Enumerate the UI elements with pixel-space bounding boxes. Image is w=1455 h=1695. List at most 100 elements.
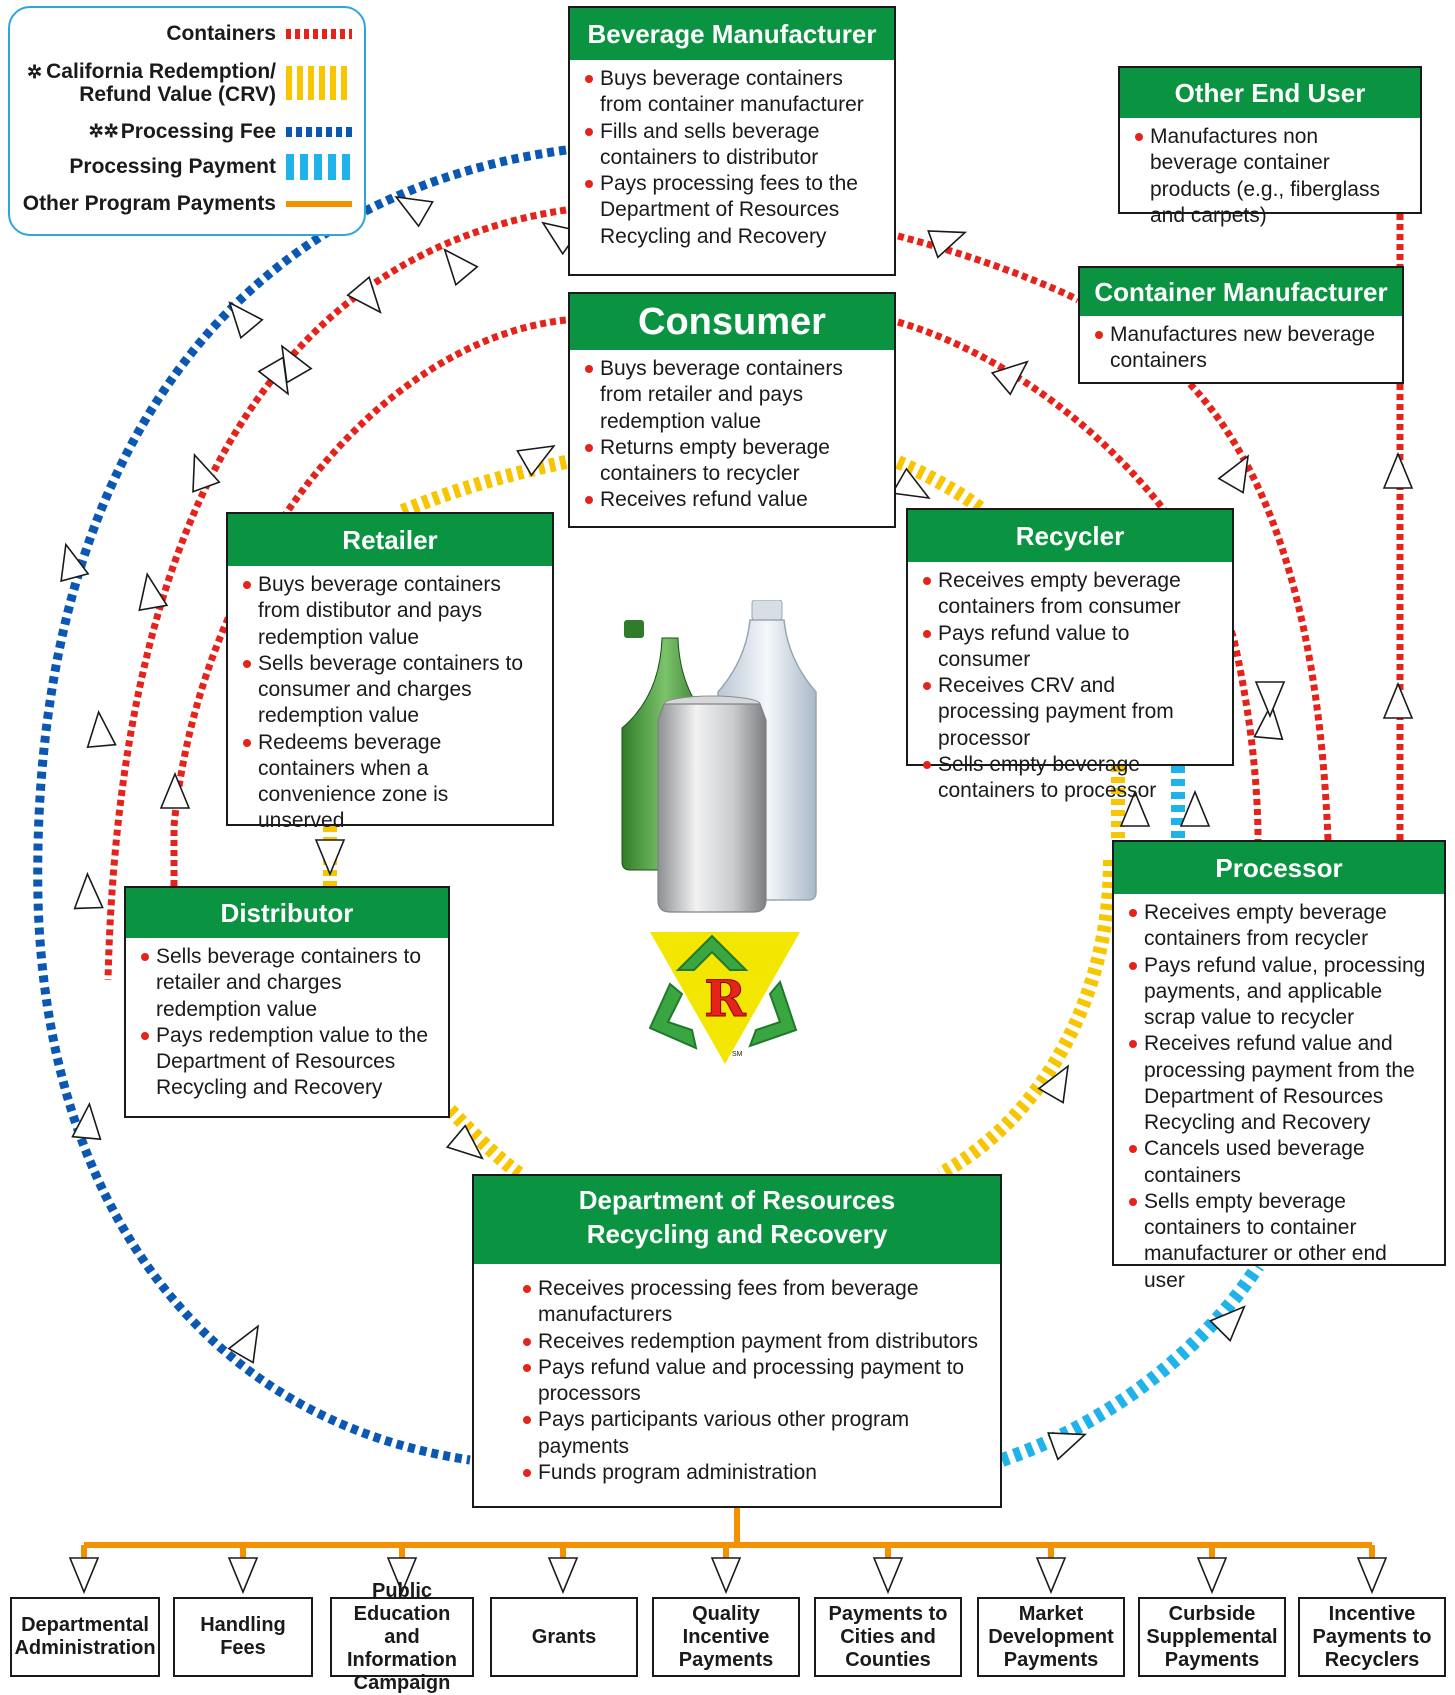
program-payment-label: Public Education and Information Campaig…: [347, 1579, 457, 1694]
flow-arrow-icon: [1047, 1432, 1088, 1461]
list-item: Sells empty beverage containers to proce…: [923, 752, 1218, 805]
legend-processing-fee-swatch: [286, 126, 352, 137]
crv-flow-dept-processor: [936, 859, 1117, 1181]
program-payment-box: Market Development Payments: [977, 1597, 1125, 1677]
flow-arrow-icon: [1254, 681, 1286, 719]
legend-processing-payment-label: Processing Payment: [69, 155, 276, 179]
legend-other-payments-swatch: [286, 200, 352, 207]
program-payment-box: Departmental Administration: [10, 1597, 160, 1677]
program-payment-label: Quality Incentive Payments: [678, 1602, 774, 1671]
containers-flow-bevmfr-distributor: [104, 206, 567, 981]
flow-arrow-icon: [60, 542, 90, 583]
processing-fee-flow: [33, 145, 567, 1465]
other-end-user-title: Other End User: [1120, 68, 1420, 118]
flow-arrow-icon: [1179, 789, 1211, 827]
beverage-manufacturer-list: Buys beverage containers from container …: [570, 60, 894, 258]
list-item: Manufactures non beverage container prod…: [1135, 124, 1406, 229]
list-item: Pays participants various other program …: [523, 1407, 986, 1460]
list-item: Receives refund value: [585, 487, 880, 513]
flow-arrow-icon: [314, 839, 346, 877]
containers-flow-processor-contmfr: [1187, 381, 1332, 841]
list-item: Pays refund value to consumer: [923, 621, 1218, 674]
flow-arrow-icon: [228, 301, 264, 340]
list-item: Receives empty beverage containers from …: [1129, 900, 1430, 953]
recycling-logo-icon: R SM: [648, 932, 800, 1064]
flow-arrow-icon: [891, 467, 931, 500]
flow-arrow-icon: [73, 871, 104, 910]
flow-arrow-icon: [227, 1324, 260, 1364]
processing-payment-flow-dept-processor: [999, 1262, 1264, 1467]
flow-arrow-icon: [159, 771, 191, 809]
program-arrow-icon: [872, 1557, 904, 1595]
list-item: Receives refund value and processing pay…: [1129, 1031, 1430, 1136]
program-payment-box: Curbside Supplemental Payments: [1138, 1597, 1286, 1677]
department-title-line1: Department of Resources: [578, 1185, 896, 1215]
legend-crv-line2: Refund Value (CRV): [79, 83, 276, 107]
legend: Containers ✲ California Redemption/ Refu…: [8, 6, 366, 236]
list-item: Receives redemption payment from distrib…: [523, 1329, 986, 1355]
list-item: Buys beverage containers from retailer a…: [585, 356, 880, 435]
containers-flow-retailer-consumer: [170, 316, 567, 886]
list-item: Returns empty beverage containers to rec…: [585, 435, 880, 488]
flow-arrow-icon: [443, 248, 479, 287]
program-payment-label: Departmental Administration: [14, 1614, 156, 1659]
other-end-user-list: Manufactures non beverage container prod…: [1120, 118, 1420, 237]
program-payment-label: Market Development Payments: [988, 1602, 1114, 1671]
recycler-title: Recycler: [908, 510, 1232, 562]
program-payment-box: Payments to Cities and Counties: [814, 1597, 962, 1677]
flow-arrow-icon: [1217, 454, 1250, 494]
container-manufacturer-title: Container Manufacturer: [1080, 268, 1402, 316]
flow-arrow-icon: [257, 356, 290, 396]
list-item: Buys beverage containers from distibutor…: [243, 572, 538, 651]
processor-list: Receives empty beverage containers from …: [1114, 894, 1444, 1302]
crv-marker-icon: ✲: [27, 62, 43, 82]
list-item: Fills and sells beverage containers to d…: [585, 119, 880, 172]
program-arrow-icon: [547, 1557, 579, 1595]
beverage-manufacturer-box: Beverage Manufacturer Buys beverage cont…: [568, 6, 896, 276]
flow-arrow-icon: [1253, 701, 1284, 741]
list-item: Pays redemption value to the Department …: [141, 1023, 434, 1102]
legend-other-payments-label: Other Program Payments: [22, 192, 276, 215]
list-item: Cancels used beverage containers: [1129, 1136, 1430, 1189]
flow-arrow-icon: [1037, 1064, 1070, 1104]
processor-box: Processor Receives empty beverage contai…: [1112, 840, 1446, 1292]
program-payment-box: Quality Incentive Payments: [652, 1597, 800, 1677]
legend-crv-label: California Redemption/ Refund Value (CRV…: [46, 60, 276, 106]
program-payment-label: Handling Fees: [200, 1614, 286, 1659]
program-arrow-icon: [1035, 1557, 1067, 1595]
processor-title: Processor: [1114, 842, 1444, 894]
consumer-title: Consumer: [570, 294, 894, 350]
retailer-box: Retailer Buys beverage containers from d…: [226, 512, 554, 832]
container-manufacturer-list: Manufactures new beverage containers: [1080, 316, 1402, 383]
legend-containers-swatch: [286, 28, 352, 39]
distributor-list: Sells beverage containers to retailer an…: [126, 938, 448, 1110]
crv-flow-distributor-dept: [445, 1105, 525, 1180]
other-end-user-box: Other End User Manufactures non beverage…: [1118, 66, 1422, 227]
distributor-title: Distributor: [126, 888, 448, 938]
list-item: Sells beverage containers to retailer an…: [141, 944, 434, 1023]
containers-flow-contmfr-bevmfr: [897, 232, 1080, 304]
list-item: Manufactures new beverage containers: [1095, 322, 1388, 375]
department-box: Department of Resources Recycling and Re…: [472, 1174, 1002, 1508]
program-arrow-icon: [1196, 1557, 1228, 1595]
program-arrow-icon: [68, 1557, 100, 1595]
program-payment-box: Grants: [490, 1597, 638, 1677]
list-item: Sells beverage containers to consumer an…: [243, 651, 538, 730]
program-arrow-icon: [1356, 1557, 1388, 1595]
legend-crv: ✲ California Redemption/ Refund Value (C…: [27, 60, 352, 106]
legend-containers-label: Containers: [166, 22, 276, 45]
department-list: Receives processing fees from beverage m…: [474, 1264, 1000, 1494]
crv-flow-retailer-consumer: [397, 455, 568, 519]
list-item: Receives empty beverage containers from …: [923, 568, 1218, 621]
recycler-box: Recycler Receives empty beverage contain…: [906, 508, 1234, 802]
retailer-title: Retailer: [228, 514, 552, 566]
list-item: Pays refund value and processing payment…: [523, 1355, 986, 1408]
legend-other-payments: Other Program Payments: [23, 192, 352, 215]
flow-arrow-icon: [138, 572, 169, 612]
flow-arrow-icon: [516, 444, 556, 477]
program-payment-box: Handling Fees: [173, 1597, 313, 1677]
list-item: Receives CRV and processing payment from…: [923, 673, 1218, 752]
department-title: Department of Resources Recycling and Re…: [474, 1176, 1000, 1264]
program-payment-label: Curbside Supplemental Payments: [1146, 1602, 1278, 1671]
